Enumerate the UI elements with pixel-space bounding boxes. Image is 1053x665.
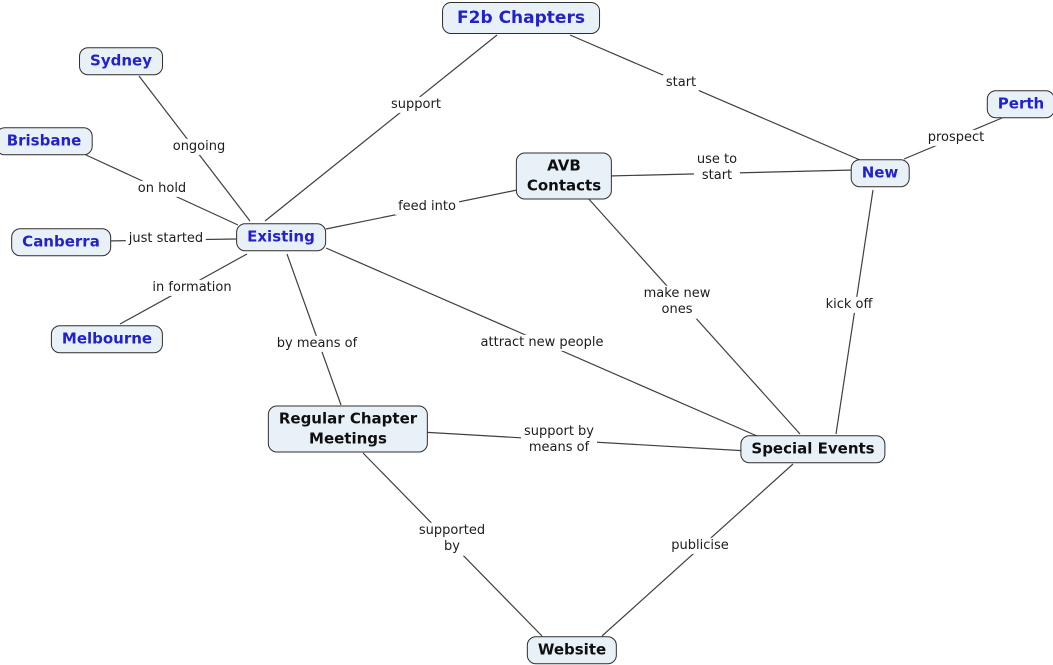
edge-label-existing--regular-chapter-meetings[interactable]: by means of [273, 335, 361, 353]
edge-line-f2b-chapters--existing [264, 34, 498, 222]
node-perth[interactable]: Perth [986, 90, 1053, 118]
node-sydney[interactable]: Sydney [79, 47, 163, 75]
edge-label-existing--avb-contacts[interactable]: feed into [395, 198, 459, 216]
edge-label-sydney--existing[interactable]: ongoing [169, 138, 229, 156]
node-f2b-chapters[interactable]: F2b Chapters [442, 1, 600, 35]
node-website[interactable]: Website [526, 636, 618, 664]
edge-label-new--special-events[interactable]: kick off [822, 296, 876, 314]
edge-label-avb-contacts--special-events[interactable]: make new ones [640, 285, 714, 319]
node-regular-chapter-meetings[interactable]: Regular Chapter Meetings [267, 405, 429, 453]
edge-label-avb-contacts--new[interactable]: use to start [693, 151, 741, 185]
edge-label-regular-chapter-meetings--special-events[interactable]: support by means of [521, 423, 597, 457]
edge-label-regular-chapter-meetings--website[interactable]: supported by [415, 522, 489, 556]
node-brisbane[interactable]: Brisbane [0, 127, 93, 155]
edge-label-existing--special-events[interactable]: attract new people [477, 334, 607, 352]
node-canberra[interactable]: Canberra [11, 228, 111, 256]
edge-label-f2b-chapters--new[interactable]: start [662, 74, 700, 92]
node-new[interactable]: New [850, 159, 910, 187]
edge-line-f2b-chapters--new [569, 34, 861, 161]
edge-label-perth--new[interactable]: prospect [924, 129, 988, 147]
node-existing[interactable]: Existing [236, 223, 326, 251]
node-avb-contacts[interactable]: AVB Contacts [515, 152, 613, 200]
node-melbourne[interactable]: Melbourne [50, 325, 164, 353]
edge-label-website--special-events[interactable]: publicise [668, 537, 732, 555]
edge-label-brisbane--existing[interactable]: on hold [134, 180, 190, 198]
edge-label-canberra--existing[interactable]: just started [125, 230, 207, 248]
edge-line-existing--regular-chapter-meetings [286, 253, 342, 406]
edge-label-melbourne--existing[interactable]: in formation [149, 279, 235, 297]
edge-label-f2b-chapters--existing[interactable]: support [388, 96, 444, 114]
node-special-events[interactable]: Special Events [740, 435, 886, 463]
